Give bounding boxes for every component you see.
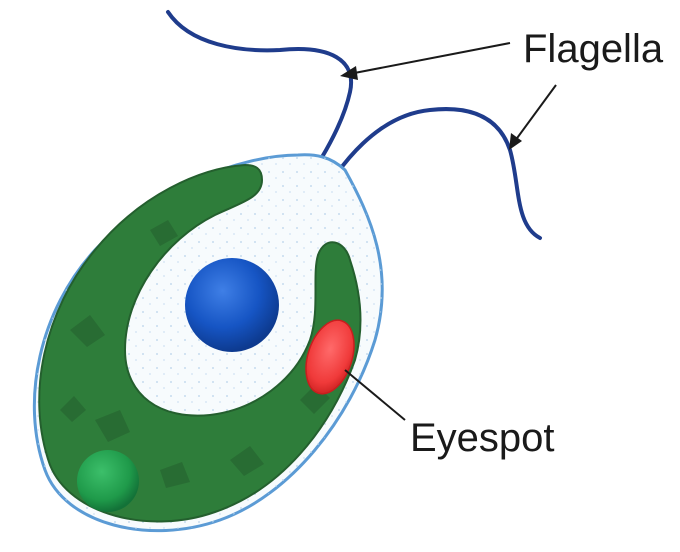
flagella-leader-line-2 [512, 85, 556, 145]
flagella-leader-line-1 [344, 43, 510, 75]
pyrenoid [77, 450, 139, 512]
eyespot-leader-line [345, 370, 405, 420]
flagella-label: Flagella [523, 27, 664, 71]
eyespot-label: Eyespot [410, 416, 555, 460]
nucleus [185, 258, 279, 352]
cell-body [34, 155, 382, 531]
